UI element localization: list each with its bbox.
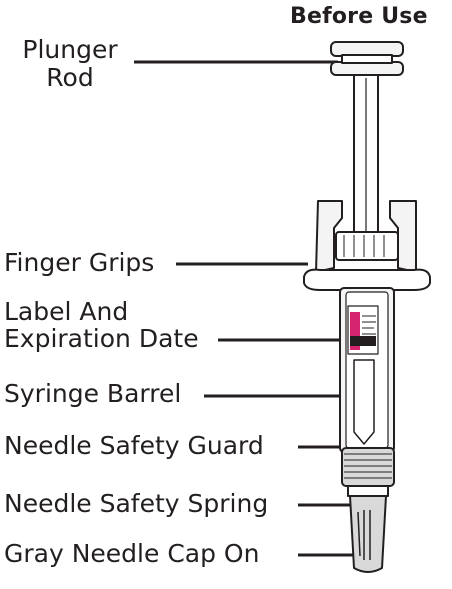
label-finger-grips: Finger Grips <box>4 248 155 277</box>
label-label-expiration-line-1: Label And <box>4 297 129 326</box>
needle-safety-spring <box>347 485 389 497</box>
label-needle-safety-guard: Needle Safety Guard <box>4 431 264 460</box>
diagram-title: Before Use <box>290 4 428 29</box>
plunger-head-top <box>330 41 404 57</box>
expiration-box <box>350 336 376 346</box>
gray-needle-cap <box>349 495 387 573</box>
label-label-expiration-line-2: Expiration Date <box>4 324 199 353</box>
label-plunger-rod: Plunger Rod <box>8 36 132 92</box>
label-syringe-barrel: Syringe Barrel <box>4 379 182 408</box>
collar <box>335 231 399 261</box>
label-label-expiration: Label And Expiration Date <box>4 298 199 352</box>
label-plunger-rod-line-2: Rod <box>46 63 94 92</box>
finger-flange <box>303 268 431 291</box>
syringe-label-accent <box>350 312 360 350</box>
label-needle-safety-spring: Needle Safety Spring <box>4 489 269 518</box>
plunger-stopper <box>353 359 375 445</box>
plunger-head-neck <box>341 54 393 64</box>
label-plunger-rod-line-1: Plunger <box>22 35 118 64</box>
label-gray-needle-cap: Gray Needle Cap On <box>4 539 260 568</box>
